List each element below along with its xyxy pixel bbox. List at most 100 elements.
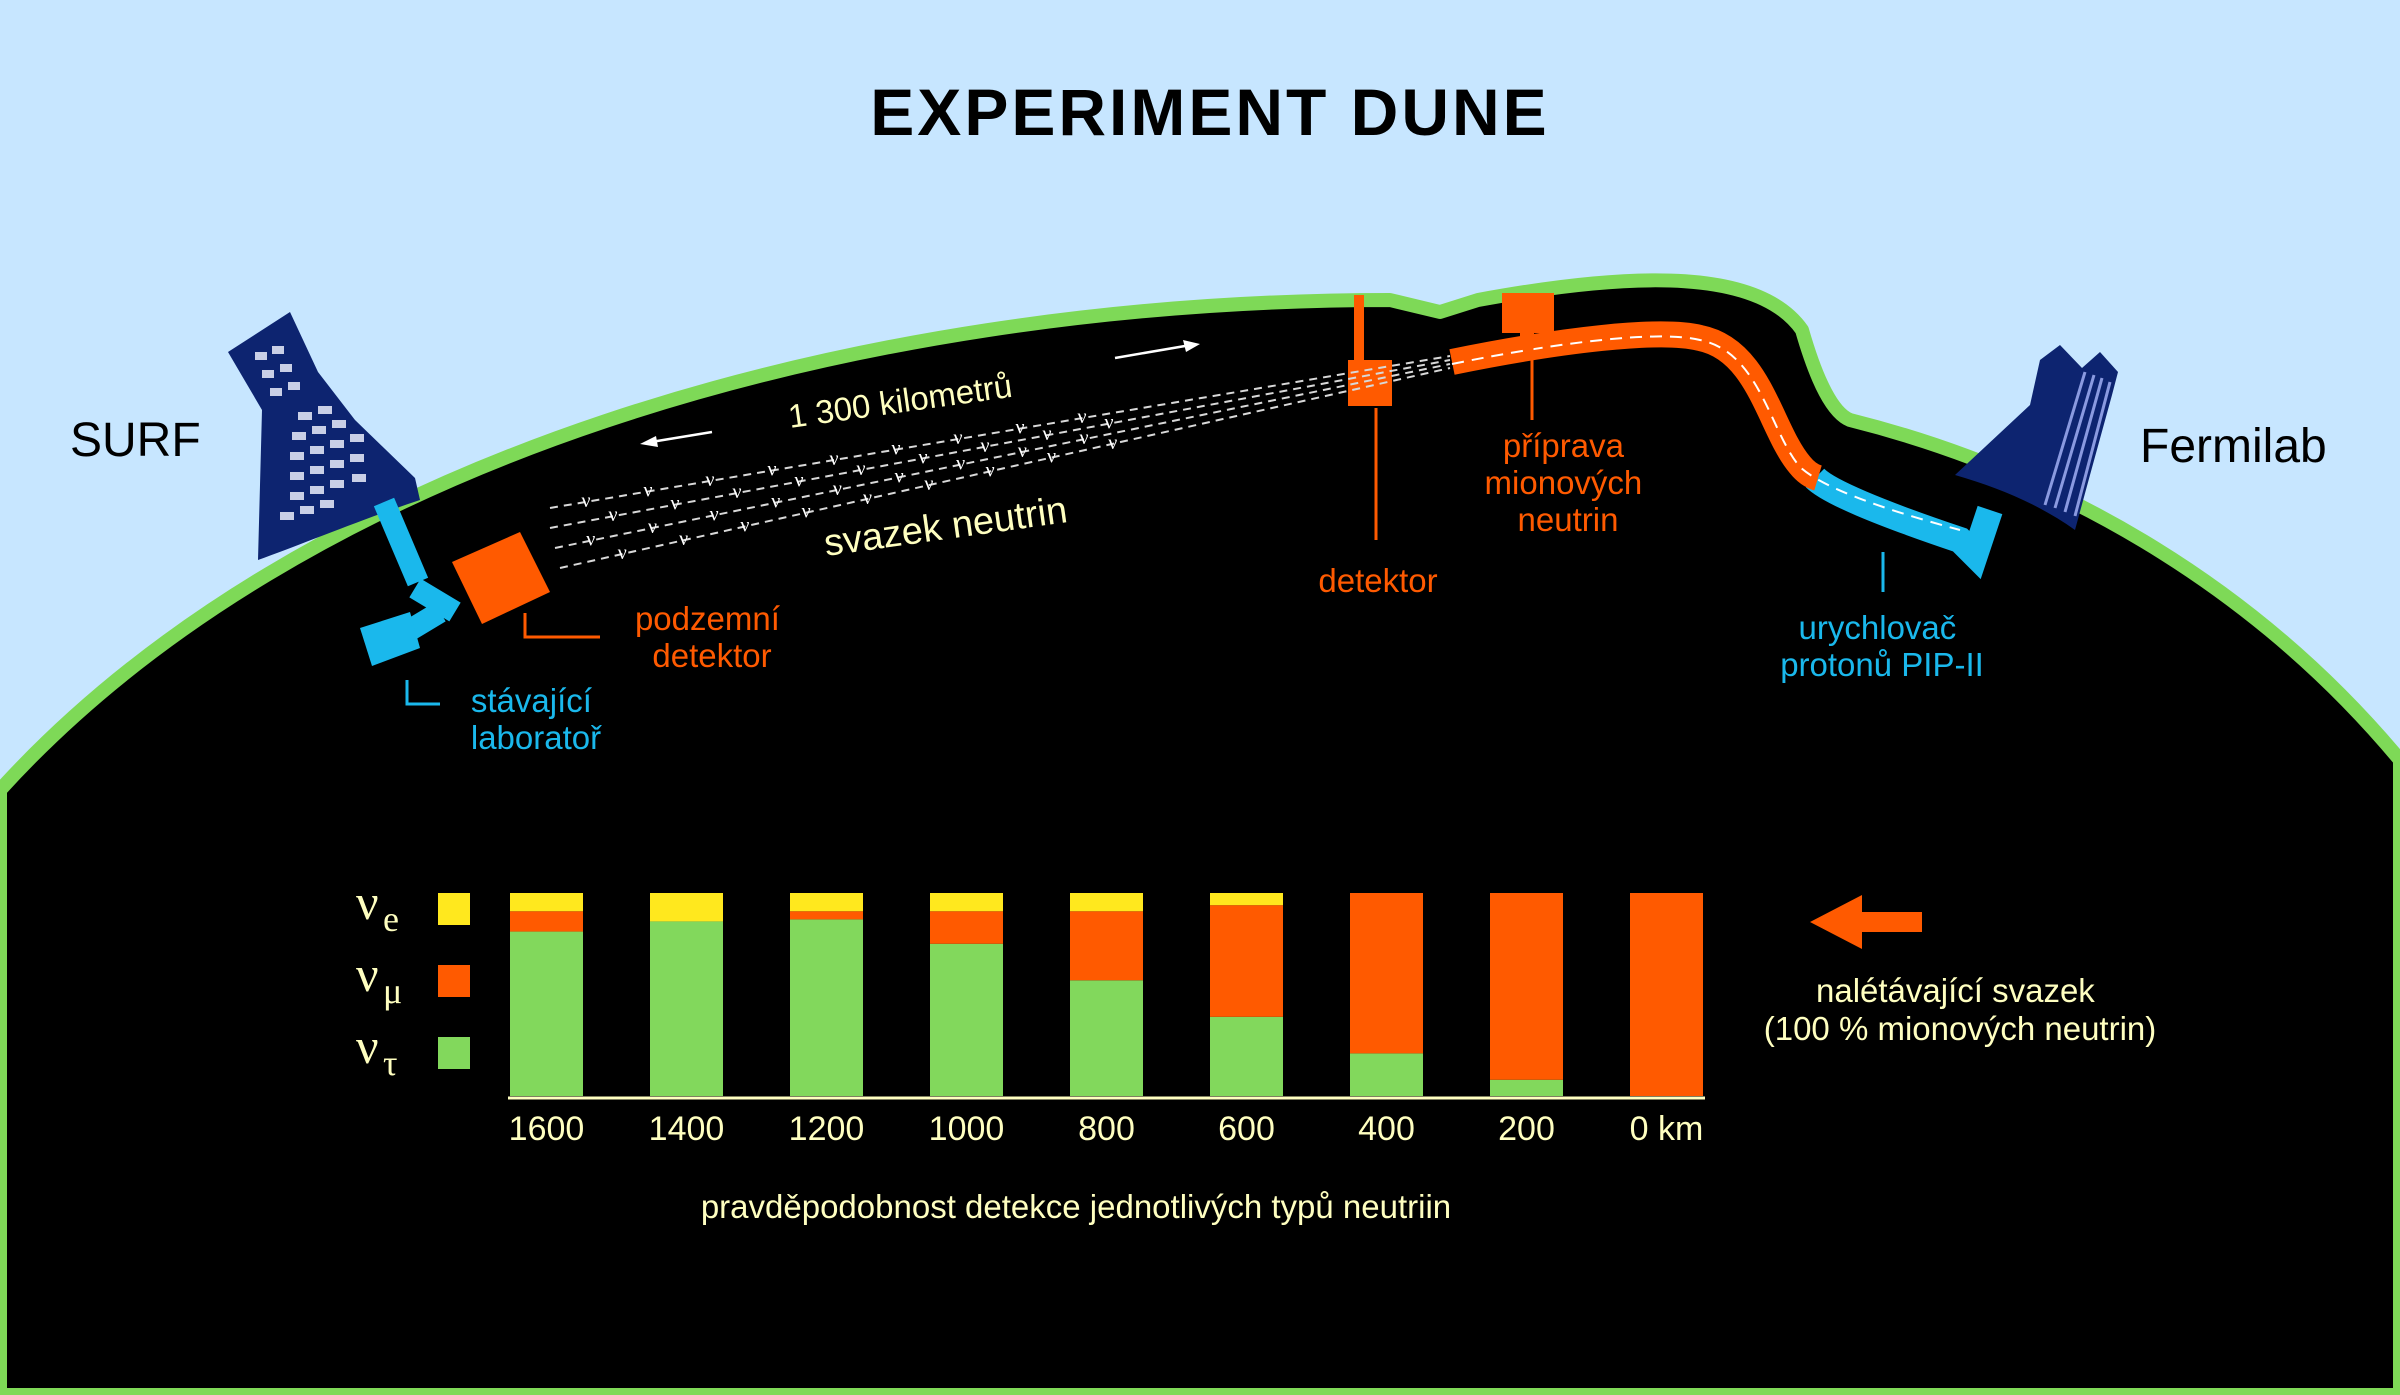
x-tick-label: 600 [1218, 1110, 1275, 1148]
bar-segment [650, 921, 723, 1096]
nu-mark: ν [833, 478, 842, 500]
nu-mark: ν [670, 493, 679, 515]
accelerator-label-line2: protonů PIP-II [1780, 646, 1984, 683]
leader-lines [405, 348, 1885, 706]
x-tick-label: 400 [1358, 1110, 1415, 1148]
bar-segment [930, 911, 1003, 944]
nu-mark: ν [829, 448, 838, 470]
distance-arrows [640, 340, 1200, 447]
incoming-beam-arrow [1810, 895, 1922, 949]
bar-segment [1070, 893, 1143, 912]
nu-mark: ν [980, 435, 989, 457]
nu-mark: ν [956, 453, 965, 475]
target-hall [1502, 293, 1554, 333]
existing-lab-label-line2: laboratoř [471, 719, 602, 756]
legend-symbol: ν [356, 946, 379, 1002]
chart-xlabel: pravděpodobnost detekce jednotlivých typ… [701, 1188, 1451, 1225]
muon-prep-label-line1: příprava [1503, 427, 1625, 464]
nu-mark: ν [705, 469, 714, 491]
nu-mark: ν [918, 446, 927, 468]
muon-prep-beamline [1451, 335, 1961, 531]
x-tick-label: 1200 [789, 1110, 865, 1148]
nu-mark: ν [648, 516, 657, 538]
nu-mark: ν [953, 427, 962, 449]
bar-segment [510, 931, 583, 1096]
bar-segment [930, 943, 1003, 1096]
nu-mark: ν [618, 542, 627, 564]
accelerator-label: urychlovač protonů PIP-II [1780, 609, 1984, 683]
nu-mark: ν [794, 470, 803, 492]
x-tick-label: 1600 [509, 1110, 585, 1148]
legend-symbol: ν [356, 1018, 379, 1074]
bar-segment [1350, 893, 1423, 1054]
bar-segment [930, 893, 1003, 912]
nu-mark: ν [1042, 423, 1051, 445]
accelerator-tunnel [1805, 468, 2003, 580]
surf-building [228, 312, 420, 560]
bar-segment [1350, 1053, 1423, 1096]
nu-mark: ν [608, 504, 617, 526]
nu-mark: ν [1047, 446, 1056, 468]
bar-segment [790, 911, 863, 920]
fermilab-building [1955, 345, 2118, 530]
nu-mark: ν [895, 465, 904, 487]
bar-segment [1490, 893, 1563, 1080]
far-detector-label-line2: detektor [652, 637, 771, 674]
near-detector-label: detektor [1318, 562, 1437, 599]
nu-mark: ν [1015, 417, 1024, 439]
far-detector-label-line1: podzemní [635, 600, 780, 637]
fermilab-label: Fermilab [2140, 420, 2327, 473]
legend-swatch [438, 893, 470, 925]
existing-lab-label: stávající laboratoř [471, 682, 602, 756]
nu-mark: ν [581, 490, 590, 512]
bar-segment [1070, 980, 1143, 1096]
bar-segment [1490, 1079, 1563, 1096]
nu-mark: ν [891, 438, 900, 460]
page-title: EXPERIMENT DUNE [870, 75, 1549, 149]
bar-segment [510, 911, 583, 932]
far-detector-label: podzemní detektor [635, 600, 789, 674]
legend-subscript: μ [383, 971, 402, 1011]
nu-mark: ν [856, 458, 865, 480]
legend-swatch [438, 1037, 470, 1069]
incoming-beam-label: nalétávající svazek (100 % mionových neu… [1764, 972, 2157, 1047]
far-detector-box [452, 532, 550, 624]
nu-mark: ν [586, 529, 595, 551]
muon-prep-label-line2: mionových [1485, 464, 1643, 501]
accelerator-label-line1: urychlovač [1799, 609, 1957, 646]
nu-mark: ν [679, 528, 688, 550]
nu-mark: ν [771, 491, 780, 513]
nu-mark: ν [767, 459, 776, 481]
nu-mark: ν [1079, 427, 1088, 449]
nu-mark: ν [1018, 440, 1027, 462]
neutrino-beam [549, 355, 1451, 569]
nu-mark: ν [863, 487, 872, 509]
legend-symbol: ν [356, 874, 379, 930]
bar-segment [1210, 893, 1283, 906]
nu-mark: ν [1108, 432, 1117, 454]
nu-mark: ν [1077, 406, 1086, 428]
bar-segment [790, 893, 863, 912]
x-tick-label: 800 [1078, 1110, 1135, 1148]
nu-mark: ν [802, 501, 811, 523]
surf-label: SURF [70, 414, 201, 467]
legend-subscript: e [383, 899, 399, 939]
x-tick-label: 1000 [929, 1110, 1005, 1148]
bar-segment [650, 893, 723, 922]
nu-mark: ν [710, 503, 719, 525]
existing-lab-structure [360, 497, 461, 666]
target-hall-stem [1520, 330, 1534, 346]
nu-mark: ν [924, 473, 933, 495]
bar-segment [1210, 1016, 1283, 1096]
incoming-beam-label-line1: nalétávající svazek [1816, 972, 2095, 1009]
x-tick-label: 1400 [649, 1110, 725, 1148]
earth-ground [0, 273, 2400, 1395]
legend-swatch [438, 965, 470, 997]
existing-lab-label-line1: stávající [471, 682, 592, 719]
bar-segment [510, 893, 583, 912]
x-tick-label: 0 km [1630, 1110, 1704, 1148]
